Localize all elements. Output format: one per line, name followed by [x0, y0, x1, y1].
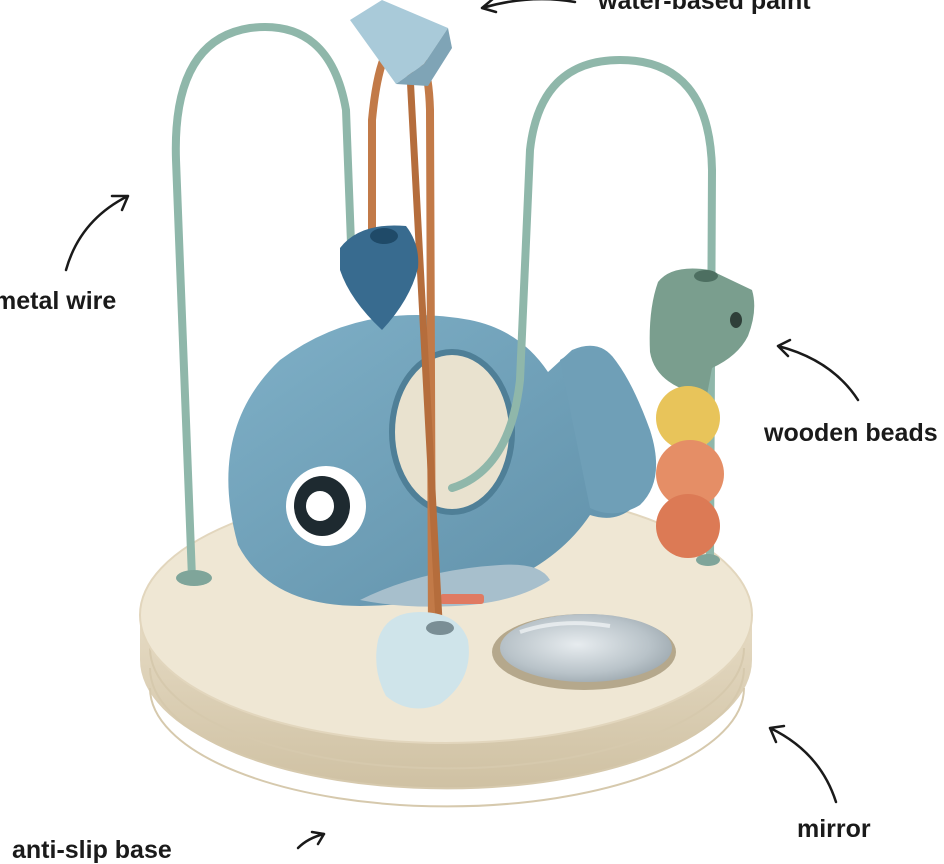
orange-bead — [656, 494, 720, 558]
callout-metal-wire: metal wire — [0, 287, 117, 315]
teardrop-bead — [340, 225, 419, 330]
callout-wooden-beads: wooden beads — [764, 419, 938, 447]
salmon-bead — [656, 440, 724, 508]
mirror — [492, 614, 676, 690]
top-cube-bead — [350, 0, 452, 86]
metal-wire-right — [448, 55, 717, 564]
whale-cutout — [228, 315, 657, 606]
wire-foot-right — [696, 554, 720, 566]
arrow-paint — [480, 0, 577, 14]
metal-wire-left — [171, 23, 356, 582]
callout-water-based-paint: water-based paint — [598, 0, 811, 15]
fabric-fin — [360, 564, 550, 607]
arrow-base — [296, 830, 326, 850]
arrow-mirror — [768, 724, 838, 804]
fabric-tag — [440, 594, 484, 604]
arrow-beads — [776, 338, 860, 402]
yellow-bead — [656, 386, 720, 450]
wire-foot-left — [176, 570, 212, 586]
fish-bead — [649, 268, 755, 400]
callout-mirror: mirror — [797, 815, 871, 843]
round-beads — [656, 386, 724, 558]
light-bottom-bead — [376, 612, 469, 709]
arrow-wire — [64, 194, 130, 272]
